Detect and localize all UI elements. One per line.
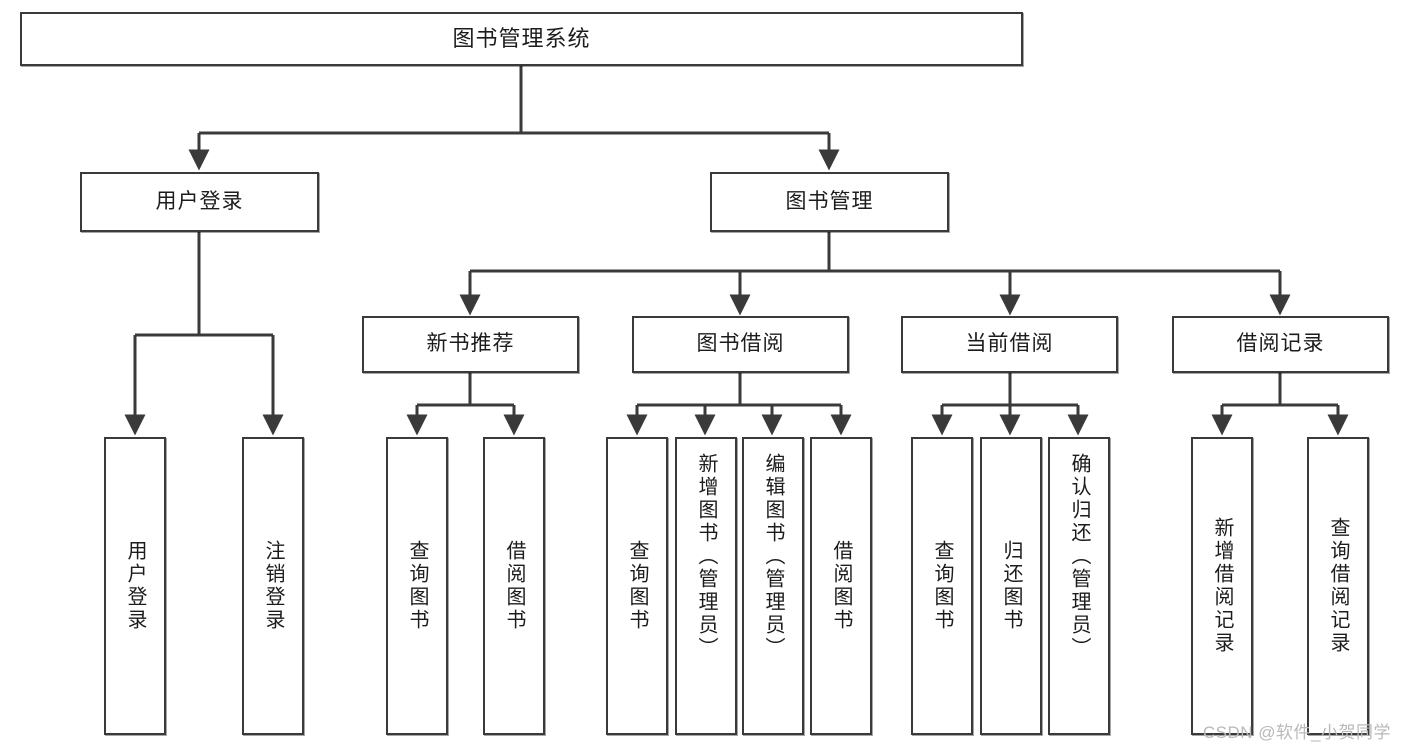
node-label: 注销登录 xyxy=(262,540,284,632)
node-label: 新增借阅记录 xyxy=(1211,517,1233,655)
node-label: 新书推荐 xyxy=(426,332,515,356)
node-label: 图书管理 xyxy=(785,189,874,213)
node-book-management[interactable]: 图书管理 xyxy=(710,172,949,232)
node-label: 查询图书 xyxy=(406,540,428,632)
leaf-user-login-login[interactable]: 用户登录 xyxy=(104,437,166,735)
leaf-borrow-add-book-admin[interactable]: 新增图书（管理员） xyxy=(675,437,737,735)
node-current-borrow[interactable]: 当前借阅 xyxy=(901,316,1118,373)
leaf-current-confirm-return-admin[interactable]: 确认归还（管理员） xyxy=(1048,437,1110,735)
node-label: 当前借阅 xyxy=(965,332,1054,356)
leaf-recommend-query-book[interactable]: 查询图书 xyxy=(386,437,448,735)
node-label: 查询图书 xyxy=(931,540,953,632)
node-label: 查询图书 xyxy=(626,540,648,632)
leaf-record-add-record[interactable]: 新增借阅记录 xyxy=(1191,437,1253,735)
node-book-borrow[interactable]: 图书借阅 xyxy=(632,316,849,373)
node-label: 图书管理系统 xyxy=(452,26,591,52)
csdn-watermark: CSDN @软件_小贺同学 xyxy=(1202,723,1391,742)
node-label: 借阅记录 xyxy=(1236,332,1325,356)
node-label: 用户登录 xyxy=(124,540,146,632)
leaf-recommend-borrow-book[interactable]: 借阅图书 xyxy=(483,437,545,735)
leaf-current-query-book[interactable]: 查询图书 xyxy=(911,437,973,735)
node-label: 用户登录 xyxy=(155,189,244,213)
node-label: 确认归还（管理员） xyxy=(1068,453,1090,660)
node-label: 借阅图书 xyxy=(830,540,852,632)
node-new-book-recommend[interactable]: 新书推荐 xyxy=(362,316,579,373)
node-user-login[interactable]: 用户登录 xyxy=(80,172,319,232)
node-label: 新增图书（管理员） xyxy=(695,453,717,660)
leaf-borrow-borrow-book[interactable]: 借阅图书 xyxy=(810,437,872,735)
node-label: 查询借阅记录 xyxy=(1327,517,1349,655)
leaf-borrow-edit-book-admin[interactable]: 编辑图书（管理员） xyxy=(742,437,804,735)
leaf-borrow-query-book[interactable]: 查询图书 xyxy=(606,437,668,735)
node-root-system[interactable]: 图书管理系统 xyxy=(20,12,1023,66)
leaf-current-return-book[interactable]: 归还图书 xyxy=(980,437,1042,735)
node-label: 编辑图书（管理员） xyxy=(762,453,784,660)
leaf-record-query-record[interactable]: 查询借阅记录 xyxy=(1307,437,1369,735)
node-label: 归还图书 xyxy=(1000,540,1022,632)
node-borrow-record[interactable]: 借阅记录 xyxy=(1172,316,1389,373)
node-label: 图书借阅 xyxy=(696,332,785,356)
node-label: 借阅图书 xyxy=(503,540,525,632)
leaf-user-login-logout[interactable]: 注销登录 xyxy=(242,437,304,735)
